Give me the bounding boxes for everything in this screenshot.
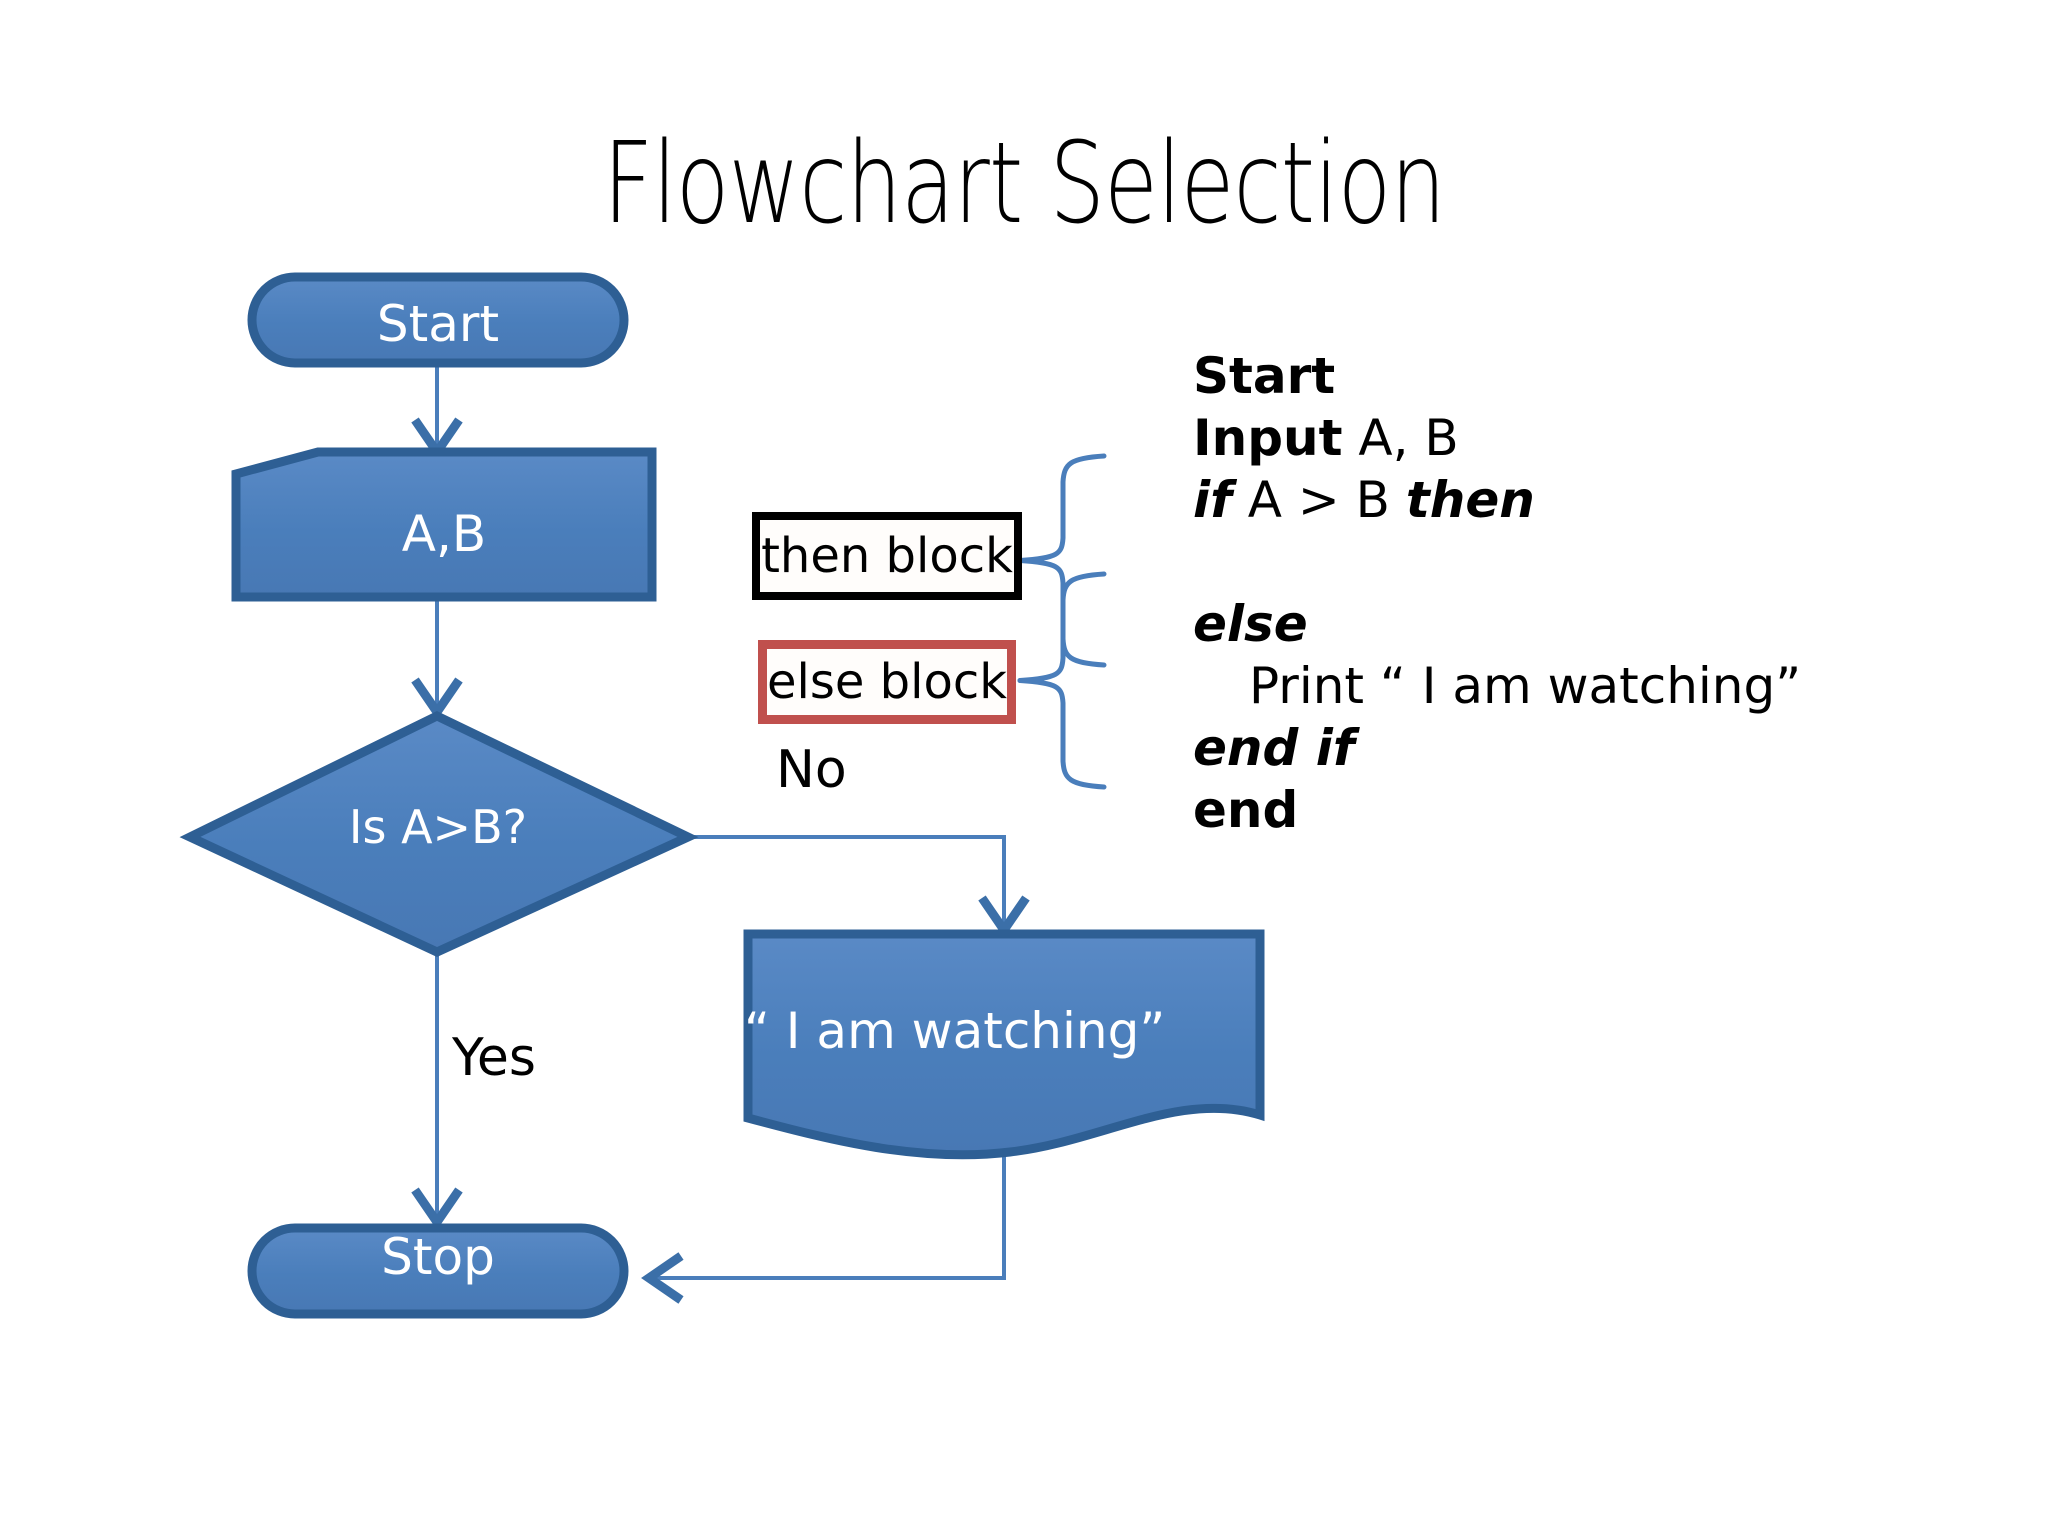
node-output-document[interactable]: [743, 929, 1265, 1160]
pseudocode-line-print: Print “ I am watching”: [1193, 655, 1953, 717]
else-block-box[interactable]: else block: [758, 640, 1016, 724]
connector-start-to-input: [411, 366, 463, 460]
edge-label-yes: Yes: [452, 1028, 536, 1088]
pseudocode-line-endif: end if: [1193, 717, 1953, 779]
pseudocode-kw-else: else: [1193, 595, 1308, 653]
connector-decision-yes-to-stop: [411, 955, 463, 1230]
pseudocode-line-end: end: [1193, 779, 1953, 841]
pseudocode-kw-start: Start: [1193, 347, 1336, 405]
pseudocode-kw-if: if: [1193, 471, 1232, 529]
node-stop[interactable]: [247, 1223, 629, 1319]
node-decision[interactable]: [179, 710, 699, 957]
pseudocode-then-body-gap: [1193, 531, 1953, 593]
pseudocode-kw-then: then: [1405, 471, 1535, 529]
else-block-label: else block: [766, 654, 1008, 710]
node-input-ab[interactable]: [231, 447, 657, 602]
connector-output-to-stop: [641, 1122, 1006, 1304]
pseudocode-if-condition: A > B: [1231, 471, 1406, 529]
pseudocode-kw-endif: end if: [1193, 719, 1355, 777]
then-block-box[interactable]: then block: [752, 512, 1022, 600]
edge-label-no: No: [776, 740, 847, 800]
brace-else-block: [1017, 571, 1107, 790]
connector-decision-no-to-output: [690, 835, 1030, 938]
pseudocode-line-if: if A > B then: [1193, 469, 1953, 531]
node-start[interactable]: [247, 272, 629, 368]
pseudocode-line-else: else: [1193, 593, 1953, 655]
page-title: Flowchart Selection: [602, 119, 1446, 249]
connector-input-to-decision: [411, 600, 463, 720]
pseudocode-panel: Start Input A, B if A > B then else Prin…: [1193, 345, 1953, 841]
pseudocode-input-args: A, B: [1342, 409, 1459, 467]
pseudocode-print-statement: Print “ I am watching”: [1249, 657, 1802, 715]
pseudocode-kw-end: end: [1193, 781, 1299, 839]
then-block-label: then block: [761, 528, 1013, 584]
pseudocode-line-input: Input A, B: [1193, 407, 1953, 469]
pseudocode-kw-input: Input: [1193, 409, 1343, 467]
pseudocode-line-start: Start: [1193, 345, 1953, 407]
